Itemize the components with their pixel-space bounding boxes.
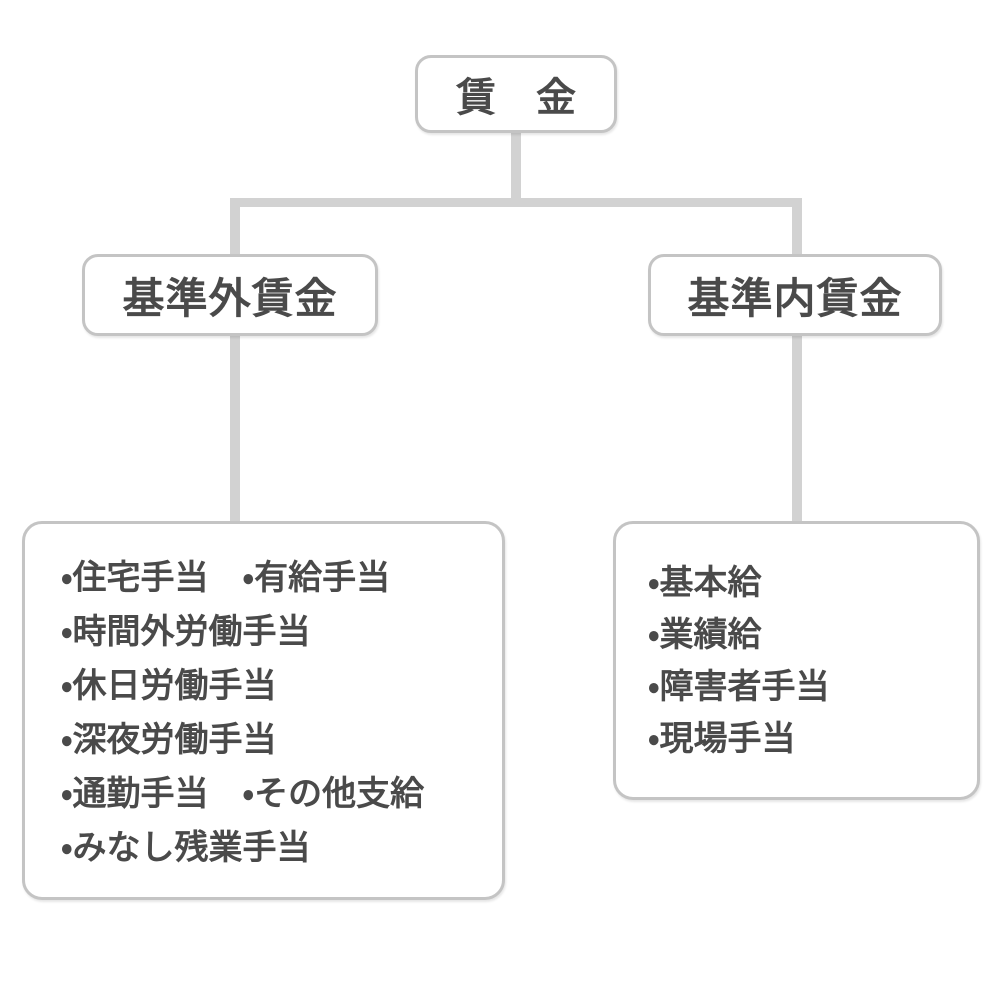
connector-left-branch-line <box>230 198 240 522</box>
list-item: ・時間外労働手当 <box>61 612 311 652</box>
list-item: ・現場手当 <box>648 719 796 759</box>
list-item: ・基本給 <box>648 563 762 603</box>
branch-node-non-standard-wages: 基準外賃金 <box>82 254 378 336</box>
list-item: ・休日労働手当 <box>61 666 277 706</box>
branch-node-label: 基準外賃金 <box>122 273 338 323</box>
connector-horizontal-bar <box>230 198 802 207</box>
items-box-non-standard-wages: ・住宅手当 ・有給手当 ・時間外労働手当 ・休日労働手当 ・深夜労働手当 ・通勤… <box>22 521 505 900</box>
connector-right-branch-line <box>792 198 802 522</box>
root-node-wages: 賃 金 <box>415 55 617 133</box>
list-item: ・通勤手当 ・その他支給 <box>61 774 425 814</box>
root-node-label: 賃 金 <box>456 75 576 121</box>
list-item: ・住宅手当 ・有給手当 <box>61 558 391 598</box>
list-item: ・みなし残業手当 <box>61 828 311 868</box>
connector-root-stem <box>511 131 521 201</box>
list-item: ・業績給 <box>648 615 762 655</box>
items-box-standard-wages: ・基本給 ・業績給 ・障害者手当 ・現場手当 <box>613 521 980 800</box>
branch-node-standard-wages: 基準内賃金 <box>648 254 942 336</box>
branch-node-label: 基準内賃金 <box>687 273 903 323</box>
list-item: ・深夜労働手当 <box>61 720 277 760</box>
list-item: ・障害者手当 <box>648 667 830 707</box>
